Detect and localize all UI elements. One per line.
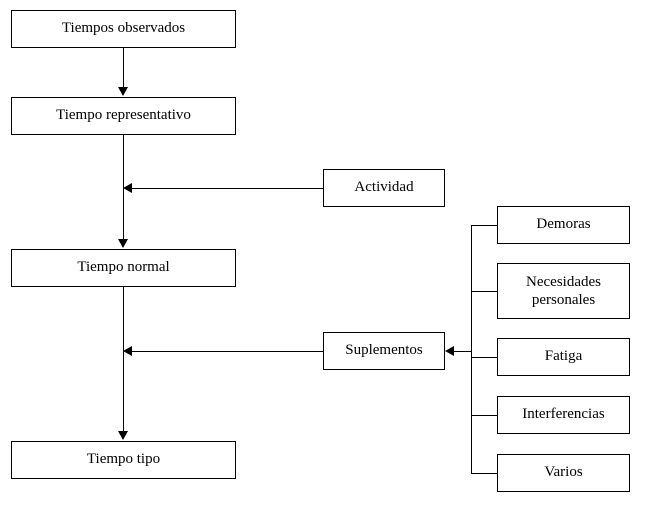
arrowhead-bus-suplementos [445,346,454,356]
connector-bus-to-interferencias [471,415,497,416]
node-actividad: Actividad [323,169,445,207]
node-label: Suplementos [345,342,423,359]
connector-observados-representativo [123,48,124,88]
arrowhead-representativo [118,87,128,96]
connector-actividad-spine [131,188,323,189]
connector-suplementos-spine [131,351,323,352]
node-tiempos-observados: Tiempos observados [11,10,236,48]
node-label-line2: personales [531,292,596,308]
node-tiempo-tipo: Tiempo tipo [11,441,236,479]
connector-bus-to-suplementos [453,351,471,352]
node-label: Fatiga [544,348,583,365]
node-demoras: Demoras [497,206,630,244]
node-label: Tiempo representativo [56,107,191,124]
node-label: Tiempo tipo [86,451,161,468]
connector-bus-to-necesidades [471,291,497,292]
connector-supplements-bus [471,225,472,473]
arrowhead-suplementos [123,346,132,356]
node-suplementos: Suplementos [323,332,445,370]
node-label: Actividad [354,179,414,196]
node-tiempo-representativo: Tiempo representativo [11,97,236,135]
node-interferencias: Interferencias [497,396,630,434]
node-label: Interferencias [522,406,605,423]
node-label: Varios [544,464,583,481]
node-fatiga: Fatiga [497,338,630,376]
node-label: Tiempo normal [77,259,170,276]
node-label: Tiempos observados [61,20,186,37]
arrowhead-tipo [118,431,128,440]
connector-bus-to-demoras [471,225,497,226]
connector-bus-to-fatiga [471,357,497,358]
node-label-line1: Necesidades [526,274,601,290]
node-varios: Varios [497,454,630,492]
connector-bus-to-varios [471,473,497,474]
arrowhead-normal [118,239,128,248]
connector-normal-tipo [123,287,124,432]
node-tiempo-normal: Tiempo normal [11,249,236,287]
node-necesidades-personales: Necesidades personales [497,263,630,319]
arrowhead-actividad [123,183,132,193]
node-label: Demoras [536,216,591,233]
